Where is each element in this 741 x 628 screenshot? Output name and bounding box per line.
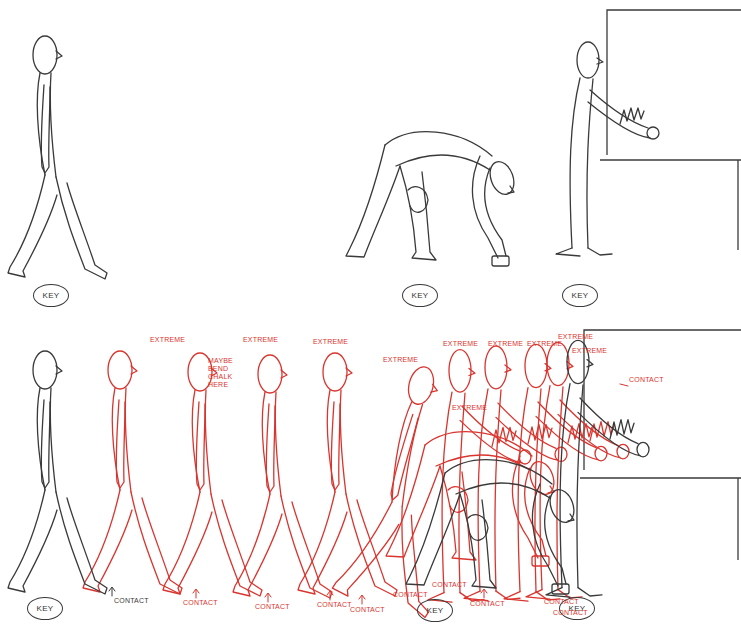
annotation-note: EXTREME: [243, 336, 278, 344]
annotation-note: EXTREME: [488, 340, 523, 348]
annotation-note: CONTACT: [470, 600, 505, 608]
annotation-note: CONTACT: [255, 603, 290, 611]
annotation-note: EXTREME: [150, 336, 185, 344]
annotation-note: CONTACT: [629, 376, 664, 384]
crouching-figure: [346, 132, 518, 266]
crouching-figure: [406, 460, 578, 594]
chalkboard: [600, 10, 741, 250]
annotation-note: CONTACT: [544, 598, 579, 606]
key-oval: KEY: [402, 284, 438, 307]
key-oval: KEY: [417, 599, 453, 622]
annotation-note: CONTACT: [183, 599, 218, 607]
chalkboard: [580, 330, 741, 560]
key-oval: KEY: [562, 284, 598, 307]
annotation-note: EXTREME: [558, 333, 593, 341]
key-label: KEY: [572, 291, 589, 300]
key-label: KEY: [427, 606, 444, 615]
key-label: KEY: [37, 604, 54, 613]
annotation-note: CONTACT: [350, 606, 385, 614]
annotation-note: MAYBE BEND CHALK HERE: [208, 357, 238, 389]
walking-figure: [8, 36, 107, 279]
walking-figure: [8, 351, 107, 594]
key-label: KEY: [43, 291, 60, 300]
key-oval: KEY: [33, 284, 69, 307]
inbetween-figures: [83, 342, 629, 618]
annotation-note: EXTREME: [572, 347, 607, 355]
contact-arrows: [109, 384, 628, 604]
annotation-note: CONTACT: [432, 581, 467, 589]
annotation-note: CONTACT: [317, 601, 352, 609]
annotation-note: CONTACT: [393, 591, 428, 599]
annotation-note: EXTREME: [443, 340, 478, 348]
annotation-note: EXTREME: [313, 338, 348, 346]
annotation-note: EXTREME: [452, 404, 487, 412]
annotation-note: EXTREME: [383, 356, 418, 364]
annotation-note: CONTACT: [553, 609, 588, 617]
annotation-note: EXTREME: [527, 340, 562, 348]
annotation-note: CONTACT: [114, 597, 149, 605]
writing-figure: [556, 42, 659, 256]
key-label: KEY: [412, 291, 429, 300]
key-oval: KEY: [27, 597, 63, 620]
